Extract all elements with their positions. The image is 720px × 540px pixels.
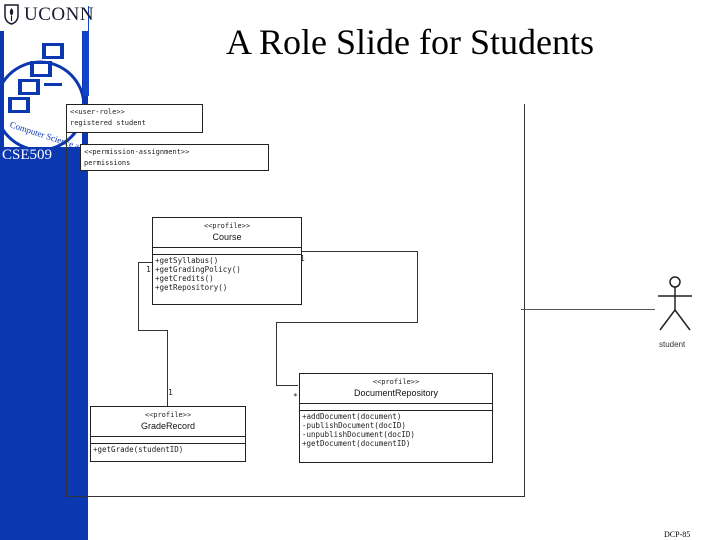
uconn-logo-text: UCONN bbox=[24, 4, 95, 25]
permission-stereotype: <<permission-assignment>> bbox=[84, 148, 190, 156]
slide-number: DCP-85 bbox=[664, 530, 691, 539]
grade-record-name: GradeRecord bbox=[140, 421, 196, 431]
grade-record-stereotype: <<profile>> bbox=[144, 411, 192, 419]
course-connector-bottom bbox=[276, 322, 418, 323]
course-name: Course bbox=[212, 232, 242, 242]
grade-record-class-box: <<profile>> GradeRecord +getGrade(studen… bbox=[90, 406, 246, 462]
university-seal-icon bbox=[4, 4, 19, 25]
actor-stick-figure-icon bbox=[658, 276, 692, 331]
multiplicity-course-left: 1 bbox=[146, 265, 151, 274]
grade-connector-mid bbox=[138, 330, 168, 331]
permission-name: permissions bbox=[84, 159, 131, 167]
grade-connector-down bbox=[167, 330, 168, 406]
permission-assignment-box: <<permission-assignment>> permissions bbox=[80, 144, 269, 171]
document-repository-op: -publishDocument(docID) bbox=[302, 421, 406, 430]
course-connector-right bbox=[300, 251, 418, 252]
sidebar-accent-stripe bbox=[83, 6, 89, 96]
logo-bar: UCONN bbox=[0, 0, 94, 31]
course-op: +getSyllabus() bbox=[155, 256, 219, 265]
course-op: +getRepository() bbox=[155, 283, 228, 292]
grade-connector-left bbox=[138, 262, 139, 330]
user-role-name: registered student bbox=[70, 119, 146, 127]
document-repository-stereotype: <<profile>> bbox=[372, 378, 420, 386]
diagram-border bbox=[66, 104, 525, 497]
actor-association-line bbox=[521, 309, 655, 310]
course-op: +getCredits() bbox=[155, 274, 214, 283]
multiplicity-course-right: 1 bbox=[300, 254, 305, 263]
user-role-stereotype: <<user-role>> bbox=[70, 108, 125, 116]
repo-connector-horizontal bbox=[276, 385, 298, 386]
grade-connector-top bbox=[138, 262, 152, 263]
course-code: CSE509 bbox=[2, 147, 53, 163]
grade-record-op: +getGrade(studentID) bbox=[93, 445, 184, 454]
document-repository-op: +getDocument(documentID) bbox=[302, 439, 411, 448]
course-connector-right-down bbox=[417, 251, 418, 323]
document-repository-class-box: <<profile>> DocumentRepository +addDocum… bbox=[299, 373, 493, 463]
multiplicity-repo-top: * bbox=[293, 392, 298, 401]
course-class-box: <<profile>> Course +getSyllabus() +getGr… bbox=[152, 217, 302, 305]
slide-title: A Role Slide for Students bbox=[226, 22, 594, 62]
repo-connector-vertical bbox=[276, 322, 277, 386]
actor-label: student bbox=[659, 340, 686, 349]
course-stereotype: <<profile>> bbox=[203, 222, 251, 230]
document-repository-op: -unpublishDocument(docID) bbox=[302, 430, 415, 439]
user-role-box: <<user-role>> registered student bbox=[66, 104, 203, 133]
document-repository-op: +addDocument(document) bbox=[302, 412, 402, 421]
course-op: +getGradingPolicy() bbox=[155, 265, 241, 274]
document-repository-name: DocumentRepository bbox=[353, 388, 439, 398]
multiplicity-grade-top: 1 bbox=[168, 388, 173, 397]
